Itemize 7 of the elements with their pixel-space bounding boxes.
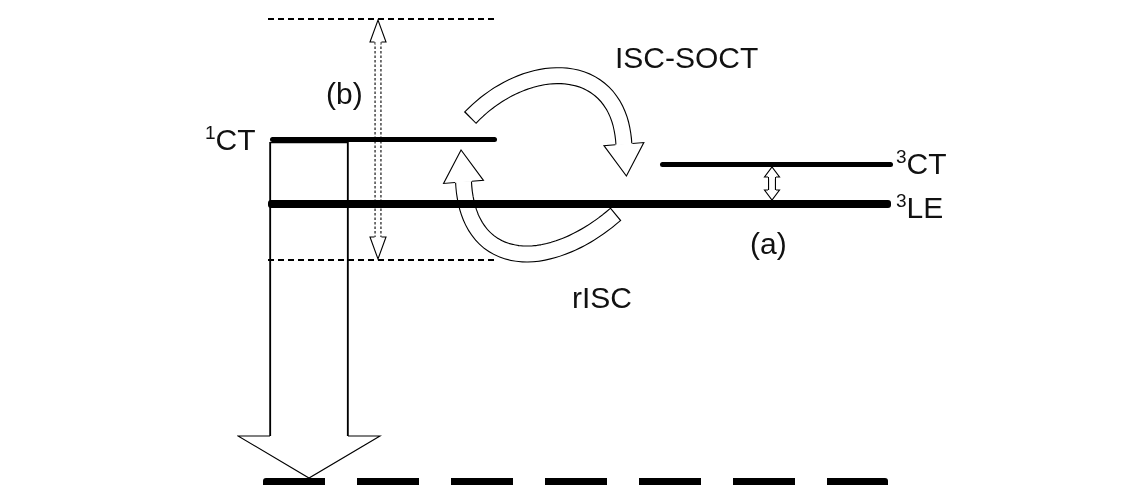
panel-label: (b) [326,78,363,110]
state-label: $^{1}$CT [205,124,256,158]
state-label: $^{3}$CT [896,148,947,182]
state-label: $^{3}$LE [896,192,944,226]
dashed-level-line [268,18,496,20]
panel-label: (a) [750,228,787,260]
dashed-level-line [268,259,496,261]
